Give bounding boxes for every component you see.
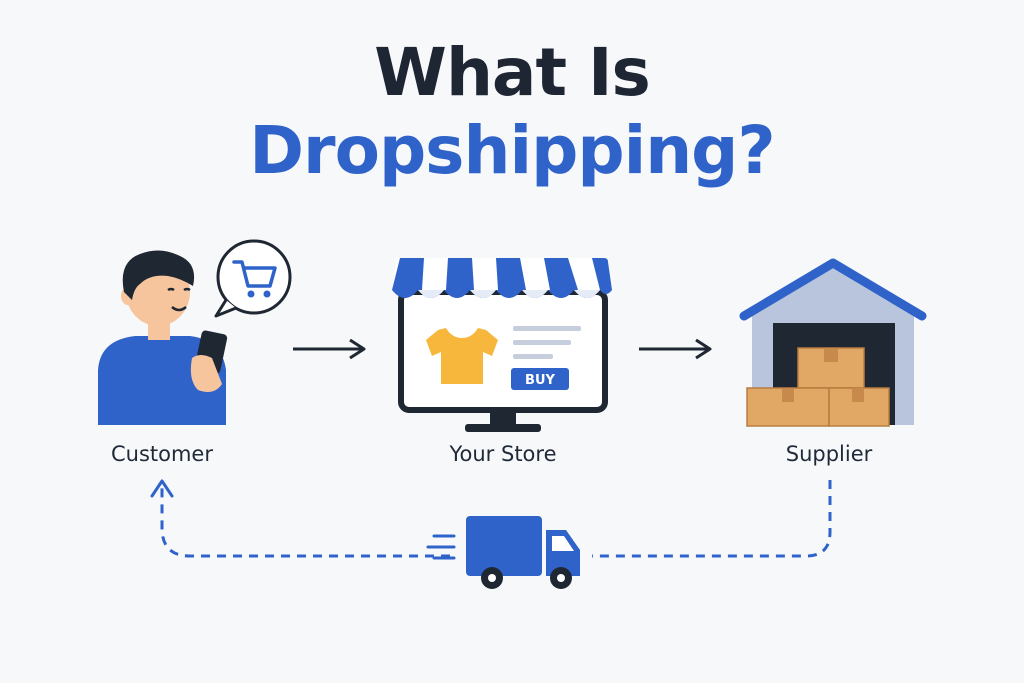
speech-bubble	[214, 239, 292, 318]
delivery-truck-icon	[426, 516, 580, 589]
storefront-monitor-icon	[392, 258, 612, 432]
customer-label: Customer	[110, 442, 213, 466]
shopping-cart-icon	[232, 260, 277, 298]
arrow-store-to-supplier	[639, 338, 712, 360]
buy-button-label: BUY	[525, 373, 555, 388]
arrow-customer-to-store	[293, 338, 366, 360]
delivery-path	[150, 479, 832, 558]
store-label: Your Store	[449, 442, 557, 466]
awning	[392, 258, 612, 298]
page-title-line-2: Dropshipping?	[249, 112, 775, 189]
t-shirt-icon	[426, 328, 498, 384]
supplier-label: Supplier	[785, 442, 873, 466]
boxes-icon	[746, 347, 890, 427]
page-title-line-1: What Is	[374, 34, 651, 111]
buy-button[interactable]: BUY	[511, 368, 569, 390]
person-phone-icon	[98, 250, 228, 425]
